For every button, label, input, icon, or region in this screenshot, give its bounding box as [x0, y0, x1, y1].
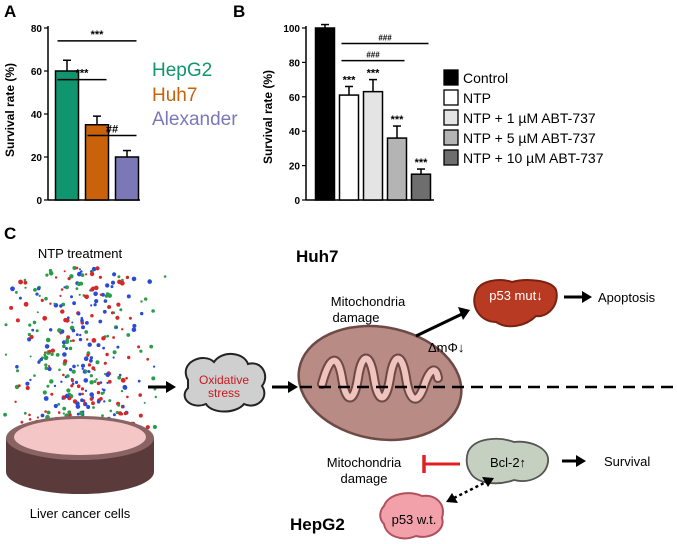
- legend-b-label: NTP + 1 µM ABT-737: [463, 110, 596, 126]
- arrow-to-mitochondria: [272, 381, 298, 393]
- liver-cancer-cells-label: Liver cancer cells: [30, 506, 131, 521]
- legend-b-swatch: [443, 109, 459, 126]
- chart-a-bracket-label: ***: [91, 29, 105, 41]
- chart-b-bar-label: ***: [343, 74, 357, 86]
- mito-damage-bottom-line1: Mitochondria: [327, 455, 402, 470]
- arrow-to-survival: [562, 455, 586, 467]
- chart-b-bar: [386, 137, 408, 201]
- p53-wt-label: p53 w.t.: [392, 512, 437, 527]
- panel-label-b: B: [233, 2, 245, 21]
- oxidative-label-line1: Oxidative: [199, 373, 249, 387]
- chart-b-ytick-label: 0: [294, 196, 300, 207]
- legend-a-hepg2: HepG2: [152, 60, 212, 81]
- mechanism-diagram: NTP treatment Liver cancer cells Oxidati…: [3, 246, 674, 540]
- p53-mut-blob-icon: [473, 279, 558, 328]
- chart-b-ytick-label: 100: [283, 24, 300, 35]
- oxidative-stress-cloud-icon: [183, 353, 267, 413]
- legend-a-alexander: Alexander: [152, 109, 238, 130]
- apoptosis-label: Apoptosis: [598, 290, 656, 305]
- chart-a-ytick-label: 20: [31, 153, 43, 164]
- dotted-interaction-arrow: [446, 477, 494, 503]
- chart-b-bar: [314, 27, 336, 201]
- hepg2-label: HepG2: [290, 515, 345, 534]
- legend-b-label: NTP + 5 µM ABT-737: [463, 130, 596, 146]
- chart-a-bracket-label: ##: [106, 124, 118, 136]
- arrow-to-p53-mut: [415, 307, 470, 338]
- chart-b-bar: [410, 173, 432, 201]
- chart-b-ytick-label: 80: [289, 58, 301, 69]
- chart-a-bar: [84, 124, 110, 201]
- legend-b-swatch: [443, 129, 459, 146]
- legend-b-swatch: [443, 149, 459, 166]
- chart-b-ytick-label: 60: [289, 93, 301, 104]
- chart-a-ytick-label: 0: [36, 196, 42, 207]
- mito-damage-top-line2: damage: [333, 310, 380, 325]
- chart-b-bar-label: ***: [391, 114, 405, 126]
- p53-wt-blob-icon: [379, 492, 444, 540]
- chart-a-bar: [54, 70, 80, 201]
- huh7-label: Huh7: [296, 247, 339, 266]
- mito-damage-top-line1: Mitochondria: [331, 294, 406, 309]
- arrow-to-apoptosis: [564, 291, 592, 303]
- chart-a-bracket-label: ***: [76, 68, 90, 80]
- panel-label-c: C: [4, 224, 16, 243]
- legend-b-label: Control: [463, 70, 508, 86]
- chart-b-ytick-label: 20: [289, 162, 301, 173]
- chart-a-ytick-label: 40: [31, 110, 43, 121]
- chart-a-ytick-label: 80: [31, 24, 43, 35]
- legend-b-label: NTP + 10 µM ABT-737: [463, 150, 604, 166]
- chart-b: Survival rate (%) 0 20 40 60 80 100 *** *** ***…: [261, 23, 604, 207]
- panel-label-a: A: [4, 2, 16, 21]
- delta-m-label: ΔmΦ↓: [428, 340, 464, 355]
- legend-b-label: NTP: [463, 90, 491, 106]
- legend-b-swatch: [443, 69, 459, 86]
- survival-label: Survival: [604, 454, 650, 469]
- chart-b-bar: [362, 90, 384, 201]
- bcl2-label: Bcl-2↑: [490, 455, 526, 470]
- inhibition-arrow-icon: [422, 455, 460, 473]
- oxidative-label-line2: stress: [208, 386, 240, 400]
- chart-a-ytick-label: 60: [31, 67, 43, 78]
- chart-b-ylabel: Survival rate (%): [261, 70, 275, 164]
- chart-b-bracket-label: ###: [378, 33, 392, 42]
- chart-b-bar-label: ***: [415, 157, 429, 169]
- bcl2-blob-icon: [465, 437, 549, 485]
- chart-a: Survival rate (%) 0 20 40 60 80 *** *** ## Hep…: [3, 24, 238, 207]
- chart-b-bracket-label: ###: [366, 51, 380, 60]
- chart-a-ylabel: Survival rate (%): [3, 63, 17, 157]
- p53-mut-label: p53 mut↓: [489, 288, 542, 303]
- chart-b-bar-label: ***: [367, 68, 381, 80]
- legend-a-huh7: Huh7: [152, 85, 197, 106]
- chart-b-ytick-label: 40: [289, 127, 301, 138]
- ntp-treatment-label: NTP treatment: [38, 246, 123, 261]
- culture-dish-icon: [6, 416, 154, 494]
- arrow-to-oxidative: [148, 381, 176, 393]
- mitochondria-icon: [297, 324, 463, 442]
- mito-damage-bottom-line2: damage: [341, 471, 388, 486]
- chart-b-bar: [338, 94, 360, 201]
- chart-a-bar: [114, 156, 140, 201]
- legend-b-swatch: [443, 89, 459, 106]
